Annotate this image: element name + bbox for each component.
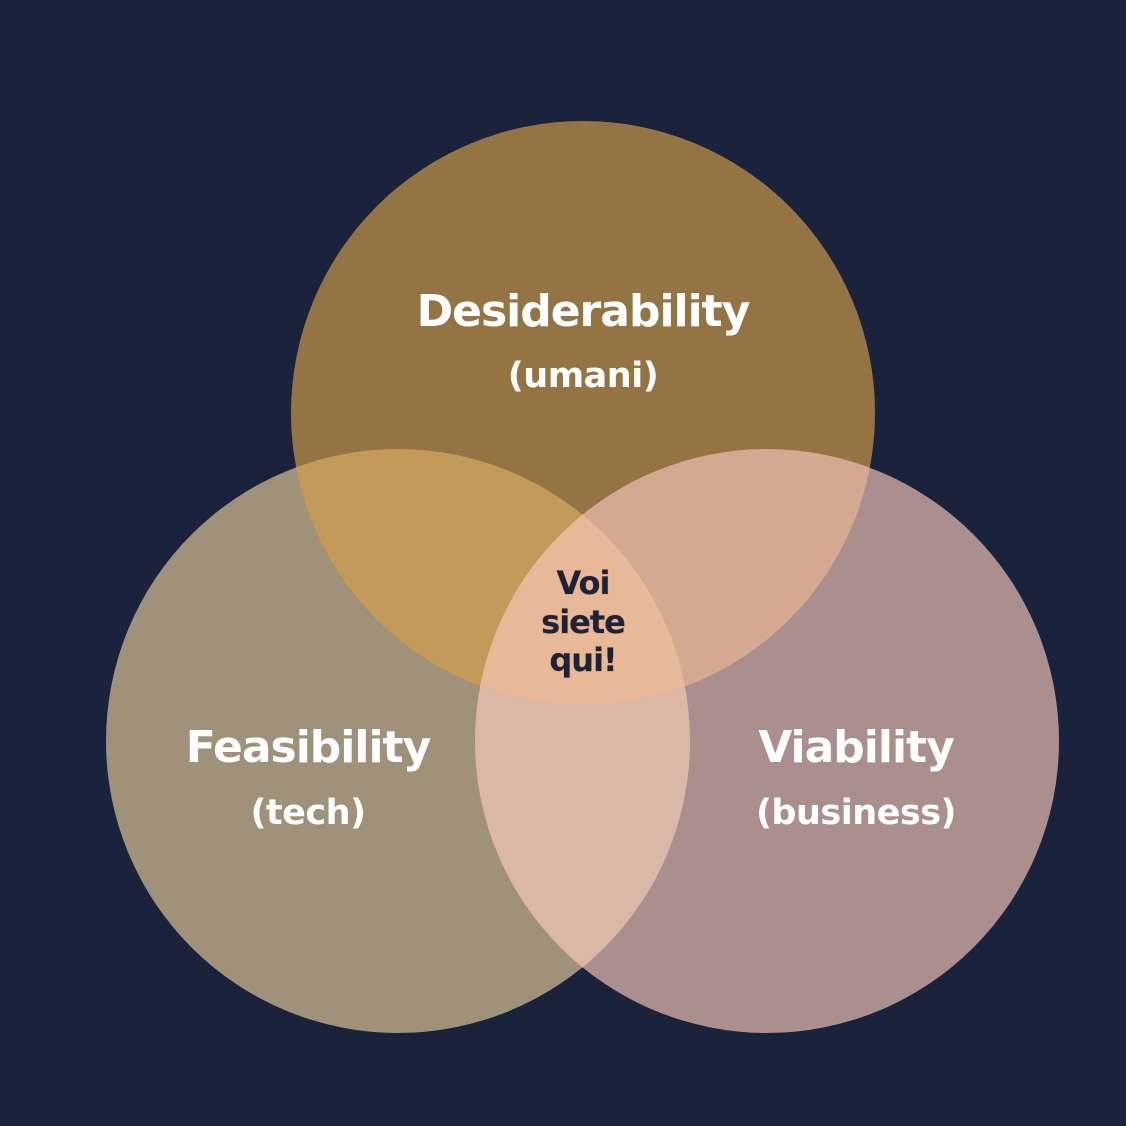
center-label-line-1: Voi	[557, 564, 610, 602]
center-label-line-2: siete	[541, 603, 625, 641]
feasibility-subtitle: (tech)	[250, 793, 365, 833]
desiderability-subtitle: (umani)	[508, 356, 658, 396]
overlap-center	[475, 449, 690, 705]
feasibility-title: Feasibility	[186, 722, 431, 773]
viability-title: Viability	[758, 722, 954, 773]
desiderability-title: Desiderability	[417, 286, 750, 337]
center-label-line-3: qui!	[549, 641, 616, 679]
viability-subtitle: (business)	[756, 793, 956, 833]
